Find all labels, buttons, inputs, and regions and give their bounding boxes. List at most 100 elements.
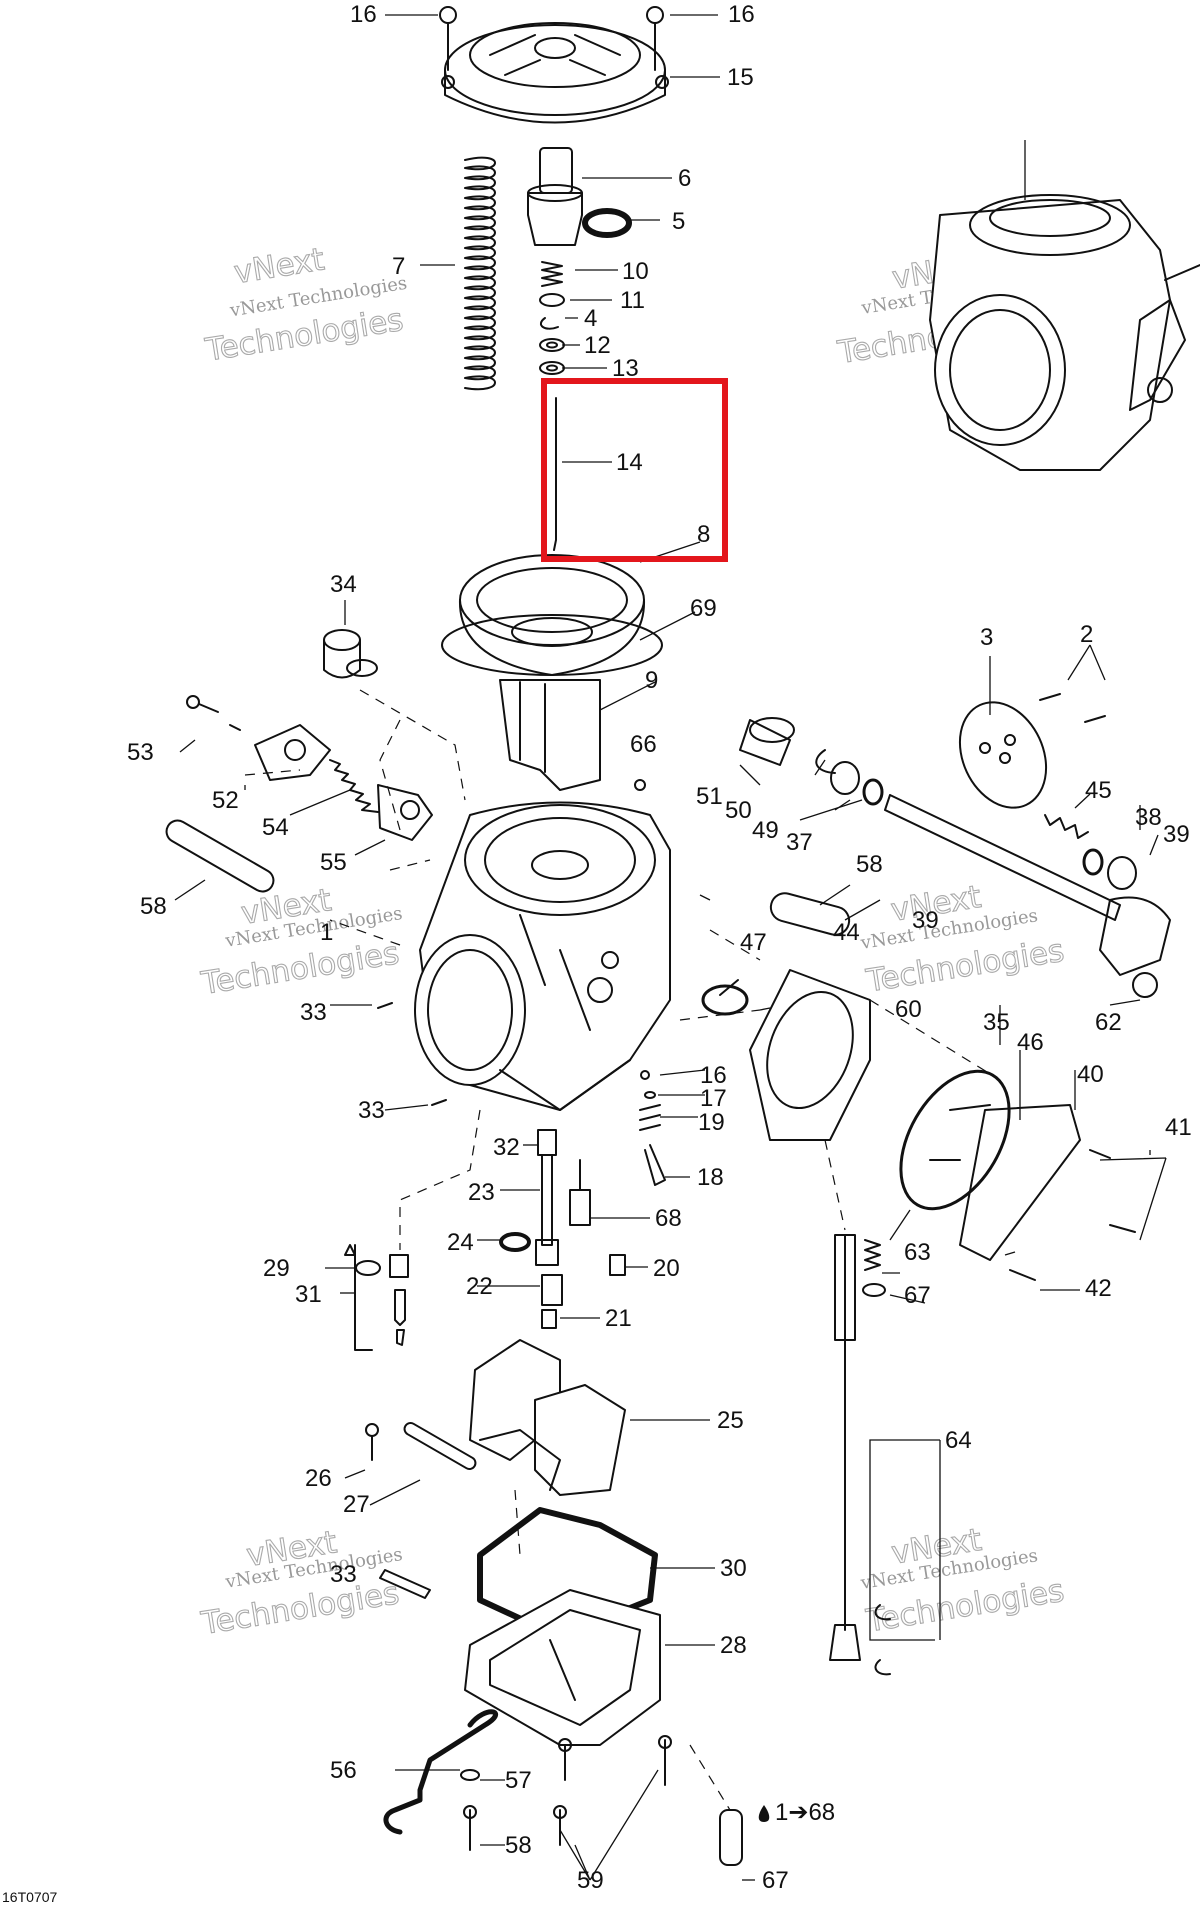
callout-18: 17 <box>700 1085 727 1112</box>
cap-part <box>323 629 378 679</box>
callout-42: 40 <box>1077 1061 1104 1088</box>
drop-icon <box>758 1805 770 1822</box>
callout-16: 16 <box>728 1 755 28</box>
callout-29: 28 <box>720 1632 747 1659</box>
callout-1: 1 <box>320 919 333 946</box>
callout-62: 63 <box>904 1239 931 1266</box>
callout-49: 50 <box>725 797 752 824</box>
callout-50: 51 <box>696 783 723 810</box>
callout-2: 2 <box>1080 621 1093 648</box>
assembly-guide-lines <box>244 689 1001 1811</box>
float-part <box>469 1339 626 1496</box>
drain-tube-part <box>383 1709 499 1835</box>
diagram-code: 16T0707 <box>2 1889 57 1905</box>
callout-22: 21 <box>605 1305 632 1332</box>
small-screw-parts <box>186 695 646 1106</box>
callout-46: 46 <box>1017 1029 1044 1056</box>
callout-27: 26 <box>305 1465 332 1492</box>
callout-39: 37 <box>786 829 813 856</box>
needle-rod-part <box>829 1234 891 1676</box>
callout-16: 16 <box>350 1 377 28</box>
callout-34: 33 <box>300 999 327 1026</box>
callout-58: 58 <box>140 893 167 920</box>
jet-needle-part <box>553 397 557 551</box>
top-cover-part <box>441 22 669 124</box>
callout-26: 25 <box>717 1407 744 1434</box>
callout-7: 7 <box>392 253 405 280</box>
float-pin-part <box>365 1422 477 1470</box>
bowl-screw-parts <box>460 1735 672 1851</box>
leader-lines <box>174 14 1167 1881</box>
callout-10: 10 <box>622 258 649 285</box>
callout-8: 8 <box>697 521 710 548</box>
o-ring-part <box>582 208 632 238</box>
watermark-mid-right: vNext vNext Technologies Technologies <box>858 878 1067 1000</box>
adjust-screw-part <box>379 1569 431 1599</box>
screw-part <box>1009 1149 1136 1281</box>
callout-33: 33 <box>330 1561 357 1588</box>
callout-6: 6 <box>678 165 691 192</box>
callout-35: 33 <box>358 1097 385 1124</box>
callout-25: 24 <box>447 1229 474 1256</box>
callout-53: 54 <box>262 814 289 841</box>
callout-68: 69 <box>690 595 717 622</box>
highlight-box <box>541 378 728 562</box>
watermark-bottom-left: vNext vNext Technologies Technologies <box>198 1524 404 1643</box>
callout-63: 64 <box>945 1427 972 1454</box>
float-valve-part <box>344 1244 409 1351</box>
callout-67: 67 <box>904 1282 931 1309</box>
main-jet-part <box>499 1232 563 1329</box>
float-bowl-part <box>464 1589 661 1746</box>
callout-37: 34 <box>330 571 357 598</box>
callout-59: 59 <box>577 1867 604 1894</box>
callout-56: 57 <box>505 1767 532 1794</box>
callout-21: 20 <box>653 1255 680 1282</box>
callout-57: 58 <box>505 1832 532 1859</box>
callout-52: 53 <box>127 739 154 766</box>
callout-23: 22 <box>466 1273 493 1300</box>
callout-3: 3 <box>980 624 993 651</box>
pilot-screw-part <box>609 1070 666 1276</box>
screw-part <box>439 6 664 71</box>
watermark-word-vnext: vNext <box>232 241 327 291</box>
callout-69: 1➔68 <box>775 1799 835 1826</box>
callout-19: 18 <box>697 1164 724 1191</box>
small-parts-stack <box>539 261 565 375</box>
callout-54: 55 <box>320 849 347 876</box>
callout-30: 29 <box>263 1255 290 1282</box>
callout-31: 30 <box>720 1555 747 1582</box>
rod-part <box>165 819 275 893</box>
callout-45: 45 <box>1085 777 1112 804</box>
callout-64: 66 <box>630 731 657 758</box>
needle-holder-part <box>527 147 583 246</box>
needle-jet-part <box>535 1129 591 1266</box>
carburetor-body-part <box>414 801 671 1111</box>
callout-60: 60 <box>895 996 922 1023</box>
callout-11: 11 <box>620 287 645 314</box>
callout-65: 67 <box>762 1867 789 1894</box>
callout-51: 52 <box>212 787 239 814</box>
callout-43: 41 <box>1165 1114 1192 1141</box>
callout-28: 27 <box>343 1491 370 1518</box>
callout-39: 38 <box>1135 804 1162 831</box>
throttle-slide-part <box>499 679 601 791</box>
callout-13: 13 <box>612 355 639 382</box>
callout-5: 5 <box>672 208 685 235</box>
callout-66: 68 <box>655 1205 682 1232</box>
callout-4: 4 <box>584 305 597 332</box>
callout-12: 12 <box>584 332 611 359</box>
callout-43: 42 <box>1085 1275 1112 1302</box>
carburetor-assembly-image <box>929 194 1200 471</box>
throttle-plate-part <box>958 693 1106 809</box>
callout-61: 62 <box>1095 1009 1122 1036</box>
callout-20: 19 <box>698 1109 725 1136</box>
callout-55: 56 <box>330 1757 357 1784</box>
callout-24: 23 <box>468 1179 495 1206</box>
callout-48: 49 <box>752 817 779 844</box>
spring-part <box>464 156 496 391</box>
diaphragm-part <box>441 554 663 676</box>
callout-9: 9 <box>645 667 658 694</box>
callout-labels: 16 16 15 6 5 7 10 11 4 12 13 14 8 69 9 3… <box>127 1 1192 1894</box>
callout-32: 31 <box>295 1281 322 1308</box>
watermark-top-left: vNext vNext Technologies Technologies <box>202 241 409 369</box>
